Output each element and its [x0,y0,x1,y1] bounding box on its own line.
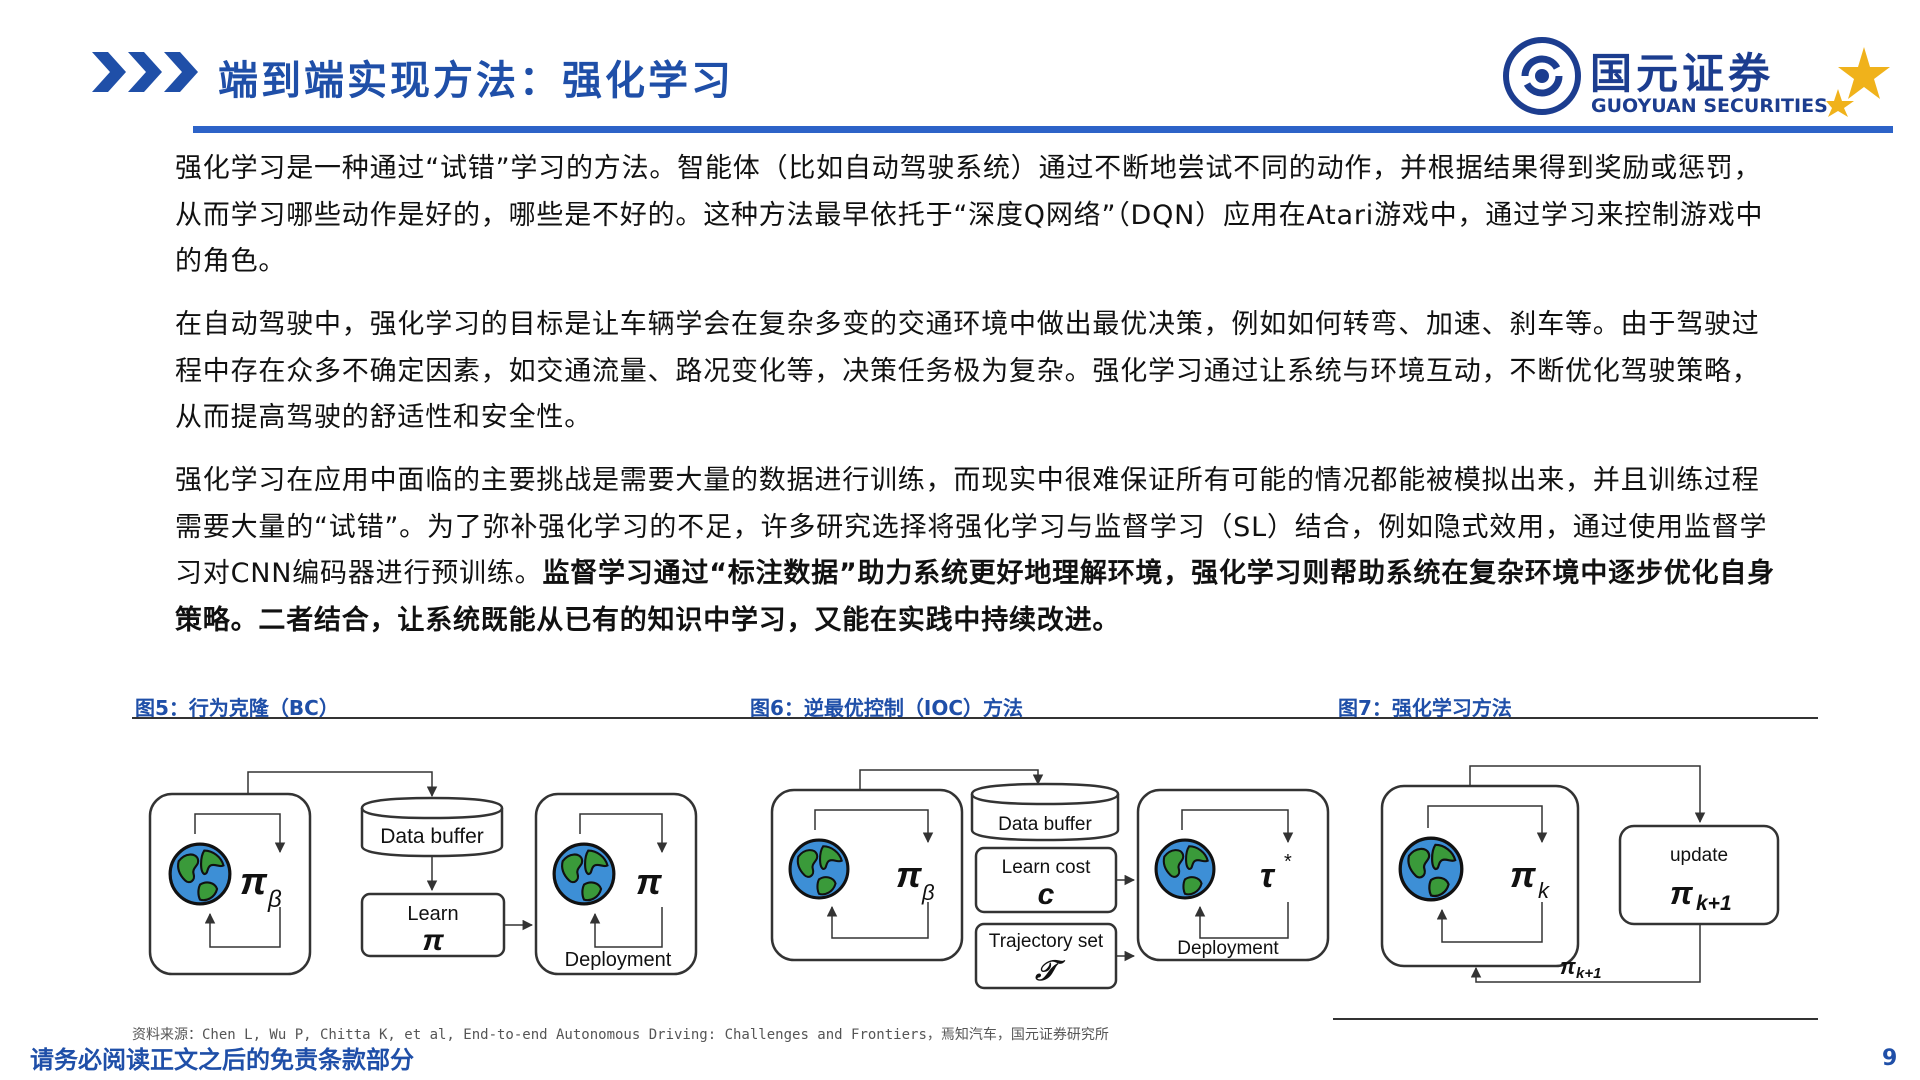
header-rule [193,126,1893,133]
data-buffer-label: Data buffer [380,825,484,848]
deployment-label: Deployment [565,949,672,971]
figure5-caption: 图5：行为克隆（BC） [135,696,339,720]
svg-text:k+1: k+1 [1576,965,1601,982]
svg-text:π: π [1560,954,1576,979]
policy-subscript: β [267,886,282,913]
figure7-diagram: π k update π k+1 π k+1 [1370,742,1830,1016]
chevron-arrows-icon [92,52,198,92]
learn-label: Learn [407,903,458,925]
source-note: 资料来源：Chen L, Wu P, Chitta K, et al, End-… [132,1027,1109,1043]
paragraph-rl-driving: 在自动驾驶中，强化学习的目标是让车辆学会在复杂多变的交通环境中做出最优决策，例如… [175,309,1760,433]
page-title: 端到端实现方法：强化学习 [218,58,734,104]
disclaimer-text: 请务必阅读正文之后的免责条款部分 [30,1046,414,1074]
svg-text:π: π [896,854,922,895]
svg-text:*: * [1284,851,1292,873]
paragraph-normal-text: 强化学习在应用中面临的主要挑战是需要大量的数据进行训练，而现实中很难保证所有可能… [175,465,1768,589]
svg-text:Deployment: Deployment [1177,938,1279,959]
caption-rule [132,717,1818,719]
gold-star-icon [1826,47,1890,117]
paragraph-bold-text: 监督学习通过“标注数据”助力系统更好地理解环境，强化学习则帮助系统在复杂环境中逐… [175,558,1775,636]
svg-text:k: k [1538,878,1550,903]
logo-chinese-name: 国元证券 [1590,49,1775,98]
trajectory-set-label: Trajectory set [989,931,1104,952]
svg-text:τ: τ [1260,857,1276,895]
figure5-diagram: π β Data buffer Learn π π Deployment [140,742,740,1016]
svg-text:β: β [921,880,935,905]
policy-label: π [240,861,268,903]
logo-english-name: GUOYUAN SECURITIES [1591,95,1828,117]
page-number: 9 [1882,1046,1898,1071]
figure6-caption: 图6：逆最优控制（IOC）方法 [750,696,1024,720]
svg-text:k+1: k+1 [1696,892,1732,915]
svg-text:Data buffer: Data buffer [998,814,1092,835]
update-label: update [1670,845,1728,866]
svg-text:π: π [1510,854,1536,895]
paragraph-rl-intro: 强化学习是一种通过“试错”学习的方法。智能体（比如自动驾驶系统）通过不断地尝试不… [175,153,1764,277]
paragraph-rl-challenges: 强化学习在应用中面临的主要挑战是需要大量的数据进行训练，而现实中很难保证所有可能… [175,458,1787,644]
figure-bottom-rule [1333,1018,1818,1020]
figure7-caption: 图7：强化学习方法 [1338,696,1512,720]
company-logo-icon [1503,37,1581,115]
svg-text:c: c [1038,878,1055,911]
svg-text:Learn cost: Learn cost [1002,857,1091,878]
figure6-diagram: π β Data buffer Learn cost c Trajectory … [760,742,1335,1016]
svg-text:π: π [636,861,662,902]
svg-text:π: π [1670,875,1694,911]
svg-text:π: π [422,924,444,957]
